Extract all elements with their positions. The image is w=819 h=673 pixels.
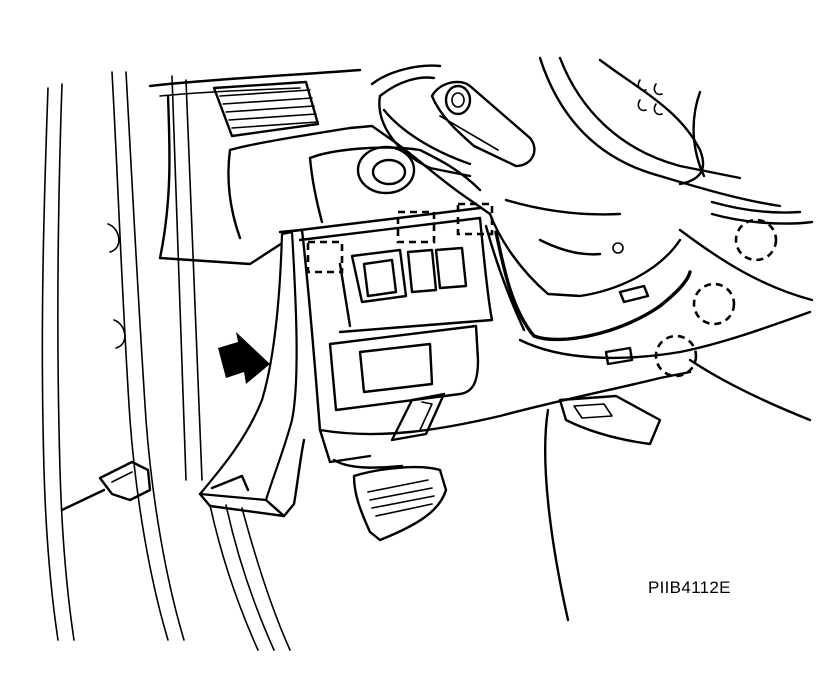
column-lower-shroud [484, 198, 682, 332]
steering-wheel [370, 56, 814, 302]
combination-switch-stalk [430, 80, 536, 168]
door-frame [41, 71, 291, 651]
clip-location-icon [734, 218, 778, 262]
switch-opening [350, 248, 408, 304]
air-vent [212, 80, 320, 138]
figure-code: PIIB4112E [648, 578, 731, 597]
column-cover-upper [227, 124, 492, 240]
clip-location-icon [306, 240, 344, 274]
side-finisher-panel [198, 230, 306, 518]
door-bumps [107, 223, 126, 349]
lower-right-panel [494, 230, 812, 422]
center-opening [358, 342, 434, 394]
arrow-icon [218, 332, 270, 384]
hood-release-lever [60, 460, 152, 512]
clip-location-icon [654, 334, 698, 378]
dashboard-top [148, 68, 362, 266]
clip-location-icon [692, 282, 736, 326]
clip-location-icon [456, 202, 494, 236]
ignition-knob [356, 145, 416, 195]
pedal [352, 394, 662, 622]
clip-locations [306, 202, 778, 378]
instrument-lower-panel [278, 216, 692, 469]
clip-location-icon [396, 210, 436, 244]
